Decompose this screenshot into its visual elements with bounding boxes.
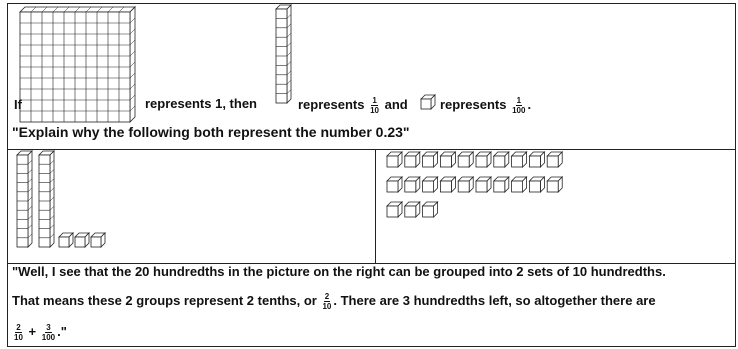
hundredth-cube — [439, 151, 457, 168]
represents-text: represents — [298, 96, 365, 112]
represents-tenth-label: represents 1 10 and — [298, 96, 408, 115]
prompt-text: "Explain why the following both represen… — [12, 124, 410, 140]
fraction-numerator: 2 — [323, 292, 331, 302]
fraction-denominator: 10 — [370, 106, 380, 115]
hundredth-cube — [492, 176, 510, 193]
hundredth-cube — [528, 151, 546, 168]
explanation-text: That means these 2 groups represent 2 te… — [12, 292, 317, 308]
hundredth-cube — [421, 176, 439, 193]
plus-sign: + — [28, 323, 37, 339]
fraction-numerator: 2 — [15, 323, 22, 333]
hundredth-cube — [421, 151, 439, 168]
fraction-denominator: 100 — [41, 333, 56, 342]
hundredth-cube — [475, 151, 492, 168]
hundred-flat-icon — [19, 6, 136, 123]
if-label: If — [14, 97, 22, 112]
tenth-rod — [275, 4, 292, 104]
hundredth-cube — [421, 201, 439, 218]
fraction-one-tenth: 1 10 — [369, 96, 380, 115]
hundredth-cube — [439, 176, 457, 193]
fraction-two-tenths: 2 10 — [13, 323, 24, 342]
hundredth-cube-icon — [420, 94, 436, 110]
fraction-one-hundredth: 1 100 — [511, 96, 526, 115]
fraction-numerator: 1 — [371, 96, 378, 106]
closing-quote: ." — [57, 323, 67, 339]
hundredth-cube — [74, 232, 90, 248]
hundredth-cube — [58, 232, 74, 248]
hundredth-cube — [403, 176, 421, 193]
period-text: . — [527, 96, 532, 112]
fraction-two-tenths: 2 10 — [321, 292, 332, 311]
hundredth-cube — [403, 151, 421, 168]
represents-text: represents — [440, 96, 507, 112]
hundredth-cube — [403, 201, 421, 218]
hundredth-cube — [386, 201, 403, 218]
and-text: and — [384, 96, 408, 112]
hundredth-cube — [510, 151, 528, 168]
tenth-rod — [38, 150, 55, 248]
hundredth-cube — [492, 151, 510, 168]
fraction-numerator: 3 — [45, 323, 52, 333]
left-figure — [16, 150, 106, 248]
fraction-denominator: 100 — [512, 106, 526, 115]
explanation-line-3: 2 10 + 3 100 ." — [12, 323, 67, 342]
fraction-denominator: 10 — [14, 333, 23, 342]
hundredth-cube — [90, 232, 106, 248]
hundredth-cube — [510, 176, 528, 193]
explanation-text: . There are 3 hundredths left, so altoge… — [333, 292, 656, 308]
hundredth-cube — [475, 176, 492, 193]
hundredth-cube — [420, 94, 436, 110]
fraction-three-hundredths: 3 100 — [41, 323, 56, 342]
hundredth-cube — [546, 151, 564, 168]
represents-1-label: represents 1, then — [145, 96, 257, 111]
hundredth-cube — [457, 151, 475, 168]
hundred-flat — [19, 6, 136, 123]
right-figure — [386, 151, 564, 218]
hundredth-cube — [386, 151, 403, 168]
explanation-section — [7, 263, 736, 347]
explanation-line-1: "Well, I see that the 20 hundredths in t… — [12, 264, 666, 279]
tenth-rod — [16, 150, 33, 248]
hundredth-cube — [528, 176, 546, 193]
hundredth-cube — [457, 176, 475, 193]
fraction-numerator: 1 — [515, 96, 523, 106]
hundredth-cube — [546, 176, 564, 193]
fraction-denominator: 10 — [322, 302, 332, 311]
represents-hundredth-label: represents 1 100 . — [440, 96, 531, 115]
hundredth-cube — [386, 176, 403, 193]
explanation-line-2: That means these 2 groups represent 2 te… — [12, 292, 656, 311]
tenth-rod-icon — [275, 4, 292, 104]
